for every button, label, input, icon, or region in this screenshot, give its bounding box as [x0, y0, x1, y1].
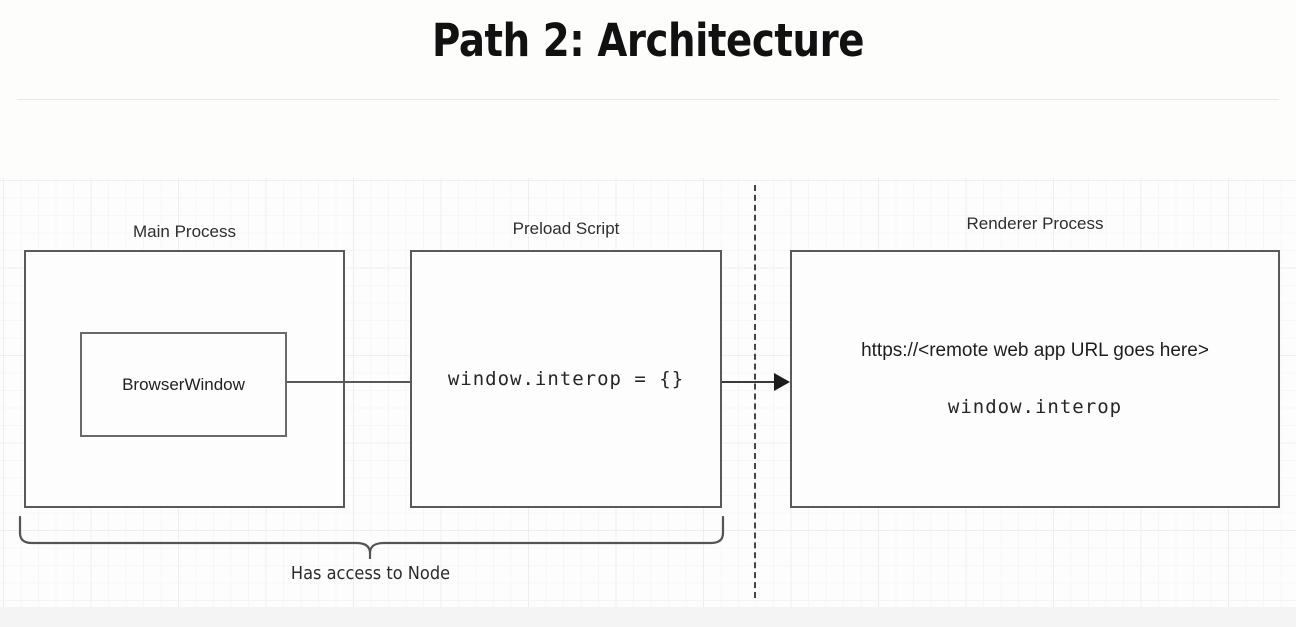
page-title: Path 2: Architecture — [431, 14, 865, 67]
label-preload-script: Preload Script — [512, 219, 620, 238]
diagram-canvas-footer — [0, 607, 1296, 627]
browserwindow-box: BrowserWindow — [80, 332, 287, 437]
renderer-code-text: window.interop — [947, 396, 1123, 418]
process-boundary-divider — [754, 185, 756, 598]
preload-code-text: window.interop = {} — [447, 368, 685, 390]
node-access-brace-icon — [18, 515, 725, 559]
arrow-preload-to-renderer-head — [774, 373, 790, 391]
browserwindow-label: BrowserWindow — [122, 374, 245, 394]
preload-script-box — [410, 250, 722, 508]
label-main-process: Main Process — [133, 222, 236, 241]
connector-browserwindow-to-preload — [287, 381, 410, 383]
node-access-caption: Has access to Node — [290, 563, 451, 584]
renderer-process-box — [790, 250, 1280, 508]
title-divider — [17, 99, 1279, 100]
arrow-preload-to-renderer-line — [722, 381, 776, 383]
renderer-url-text: https://<remote web app URL goes here> — [861, 340, 1209, 361]
label-renderer-process: Renderer Process — [966, 214, 1104, 233]
main-process-box — [24, 250, 345, 508]
